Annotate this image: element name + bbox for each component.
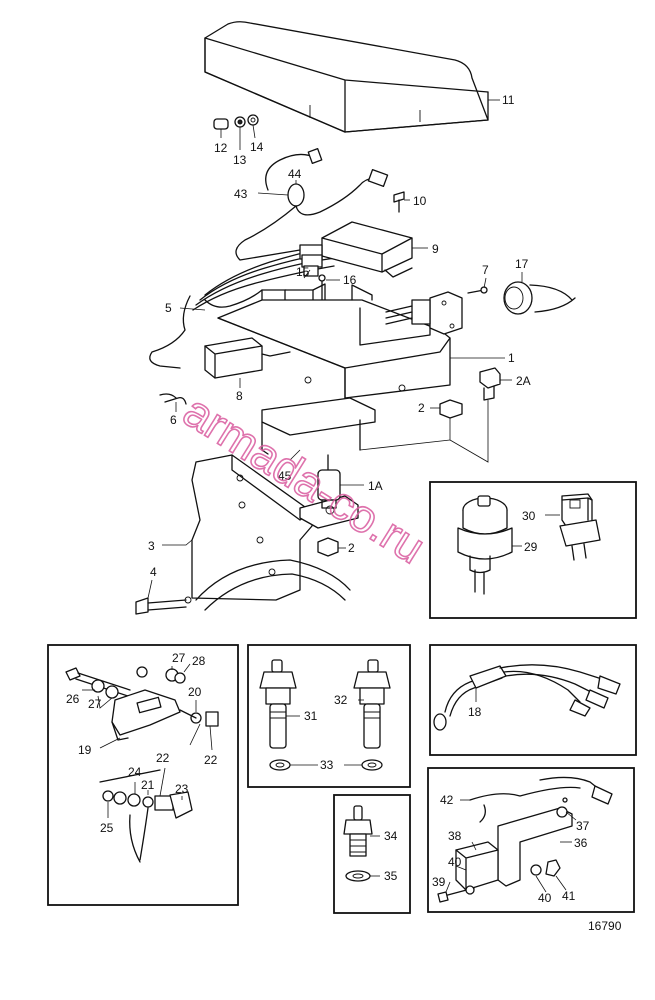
- callout-31: 31: [304, 709, 318, 723]
- leader-lines: [82, 99, 577, 893]
- callout-27-left: 27: [88, 697, 102, 711]
- figure-reference-number: 16790: [588, 919, 622, 933]
- panel-switch-assembly: [47, 644, 239, 906]
- callout-36: 36: [574, 836, 588, 850]
- callout-38: 38: [448, 829, 462, 843]
- callout-3: 3: [148, 539, 155, 553]
- panel-sender-34: [333, 794, 411, 914]
- sender-32: [353, 659, 391, 749]
- panel-cable-18: [429, 644, 637, 756]
- callout-7: 7: [482, 263, 489, 277]
- callout-2-upper: 2: [418, 401, 425, 415]
- callout-24: 24: [128, 765, 142, 779]
- callout-15: 15: [296, 265, 310, 279]
- callout-8: 8: [236, 389, 243, 403]
- callout-11: 11: [502, 93, 515, 107]
- callout-45: 45: [278, 469, 292, 483]
- callout-1: 1: [508, 351, 515, 365]
- callout-34: 34: [384, 829, 398, 843]
- callout-27-top: 27: [172, 651, 186, 665]
- callout-29: 29: [524, 540, 538, 554]
- callout-22-mid: 22: [156, 751, 170, 765]
- callout-41: 41: [562, 889, 576, 903]
- callout-33: 33: [320, 758, 334, 772]
- callout-2A: 2A: [516, 374, 531, 388]
- cover-part-11: [204, 21, 489, 133]
- bracket-assembly: [135, 281, 576, 615]
- callout-21: 21: [141, 778, 155, 792]
- callout-40-left: 40: [448, 855, 462, 869]
- callout-30: 30: [522, 509, 536, 523]
- panel-temp-senders: [247, 644, 411, 788]
- screw-12-washers: [213, 114, 259, 130]
- callout-2-lower: 2: [348, 541, 355, 555]
- callout-18: 18: [468, 705, 482, 719]
- callout-10: 10: [413, 194, 427, 208]
- callout-12: 12: [214, 141, 228, 155]
- switch-assembly: [65, 666, 219, 863]
- callout-6: 6: [170, 413, 177, 427]
- callout-23: 23: [175, 782, 189, 796]
- panel-pressure-senders: [429, 481, 637, 619]
- callout-1A: 1A: [368, 479, 383, 493]
- sender-30: [559, 493, 601, 561]
- callout-4: 4: [150, 565, 157, 579]
- sender-31: [259, 659, 297, 749]
- callout-25: 25: [100, 821, 114, 835]
- relay-bracket-assembly: [437, 776, 613, 903]
- callout-5: 5: [165, 301, 172, 315]
- callout-17: 17: [515, 257, 529, 271]
- sender-34: [343, 805, 373, 882]
- callout-16: 16: [343, 273, 357, 287]
- callout-35: 35: [384, 869, 398, 883]
- callout-43: 43: [234, 187, 248, 201]
- callout-22-right: 22: [204, 753, 218, 767]
- callout-28: 28: [192, 654, 206, 668]
- callout-26: 26: [66, 692, 80, 706]
- callout-39: 39: [432, 875, 446, 889]
- callout-20: 20: [188, 685, 202, 699]
- sender-29: [457, 495, 513, 595]
- cable-harness-18: [433, 664, 621, 731]
- panel-relay-bracket: [427, 767, 635, 913]
- callout-9: 9: [432, 242, 439, 256]
- callout-32: 32: [334, 693, 348, 707]
- callout-13: 13: [233, 153, 247, 167]
- callout-44: 44: [288, 167, 302, 181]
- callout-40-right: 40: [538, 891, 552, 905]
- callout-42: 42: [440, 793, 454, 807]
- callout-labels: 11 12 13 14 44 43 10 9 15 16 7 17 5 1 2A…: [66, 93, 590, 905]
- callout-14: 14: [250, 140, 264, 154]
- callout-37: 37: [576, 819, 590, 833]
- callout-19: 19: [78, 743, 92, 757]
